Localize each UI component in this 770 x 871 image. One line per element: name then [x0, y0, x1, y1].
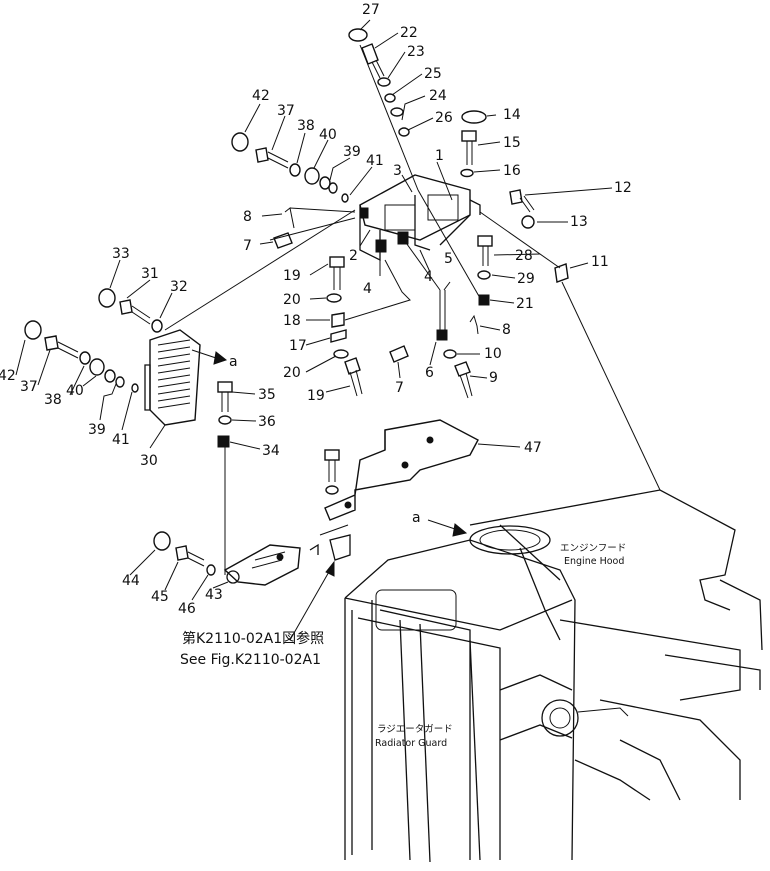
- part-label: 29: [517, 271, 535, 287]
- part-label: 32: [170, 279, 188, 295]
- reference-label-en: See Fig.K2110-02A1: [180, 652, 321, 668]
- part-label: 41: [112, 432, 130, 448]
- part-label: 8: [502, 322, 511, 338]
- part-label: 23: [407, 44, 425, 60]
- part-label: 22: [400, 25, 418, 41]
- engine-hood-label-jp: エンジンフード: [560, 543, 626, 554]
- part-label: 34: [262, 443, 280, 459]
- part-label: 20: [283, 365, 301, 381]
- part-label: 40: [66, 383, 84, 399]
- part-label: 33: [112, 246, 130, 262]
- part-label: 7: [243, 238, 252, 254]
- part-label: 46: [178, 601, 196, 617]
- part-label: 39: [88, 422, 106, 438]
- part-label: 42: [252, 88, 270, 104]
- part-label: 9: [489, 370, 498, 386]
- part-label: 38: [297, 118, 315, 134]
- radiator-guard-label-en: Radiator Guard: [375, 738, 447, 749]
- part-label: 14: [503, 107, 521, 123]
- part-label: 36: [258, 414, 276, 430]
- part-label: 8: [243, 209, 252, 225]
- part-label: 1: [435, 148, 444, 164]
- part-label: 7: [395, 380, 404, 396]
- part-label: 42: [0, 368, 16, 384]
- lower-bracket: [223, 534, 351, 586]
- part-label: 18: [283, 313, 301, 329]
- part-label: 15: [503, 135, 521, 151]
- part-label: 10: [484, 346, 502, 362]
- part-label: 3: [393, 163, 402, 179]
- part-label: 37: [277, 103, 295, 119]
- part-label: 13: [570, 214, 588, 230]
- radiator-guard-label-jp: ラジエータガード: [377, 724, 453, 735]
- part-label: 20: [283, 292, 301, 308]
- part-label: 39: [343, 144, 361, 160]
- part-label: 41: [366, 153, 384, 169]
- part-label: 26: [435, 110, 453, 126]
- part-label: 45: [151, 589, 169, 605]
- part-label: 35: [258, 387, 276, 403]
- part-label: 21: [516, 296, 534, 312]
- part-label: 4: [424, 269, 433, 285]
- mid-bracket: [324, 419, 479, 521]
- part-label: 38: [44, 392, 62, 408]
- part-label: 4: [363, 281, 372, 297]
- part-label: 37: [20, 379, 38, 395]
- part-label: 5: [444, 251, 453, 267]
- captions: エンジンフード Engine Hood ラジエータガード Radiator Gu…: [180, 543, 626, 749]
- part-label: 6: [425, 365, 434, 381]
- part-label: 27: [362, 2, 380, 18]
- part-label: 47: [524, 440, 542, 456]
- fasteners: [24, 28, 569, 576]
- part-label: 11: [591, 254, 609, 270]
- part-labels: 27 22 23 25 24 26 14 15 16 1 3 42 37 38 …: [0, 2, 632, 617]
- engine-hood: [469, 489, 763, 801]
- part-label: 12: [614, 180, 632, 196]
- part-label: 44: [122, 573, 140, 589]
- leader-lines: [15, 19, 661, 641]
- left-bracket: [144, 329, 201, 426]
- part-label: 2: [349, 248, 358, 264]
- radiator-guard: [344, 539, 629, 863]
- part-label: 19: [283, 268, 301, 284]
- part-label: 17: [289, 338, 307, 354]
- part-label: 24: [429, 88, 447, 104]
- view-marker-label: a: [229, 354, 238, 370]
- part-label: 16: [503, 163, 521, 179]
- part-label: 40: [319, 127, 337, 143]
- upper-bracket: [359, 174, 481, 262]
- part-label: 31: [141, 266, 159, 282]
- part-label: 43: [205, 587, 223, 603]
- part-label: 30: [140, 453, 158, 469]
- part-label: 28: [515, 248, 533, 264]
- reference-label-jp: 第K2110-02A1図参照: [182, 630, 324, 647]
- engine-hood-label-en: Engine Hood: [564, 556, 624, 567]
- part-label: 19: [307, 388, 325, 404]
- view-marker-label: a: [412, 510, 421, 526]
- part-label: 25: [424, 66, 442, 82]
